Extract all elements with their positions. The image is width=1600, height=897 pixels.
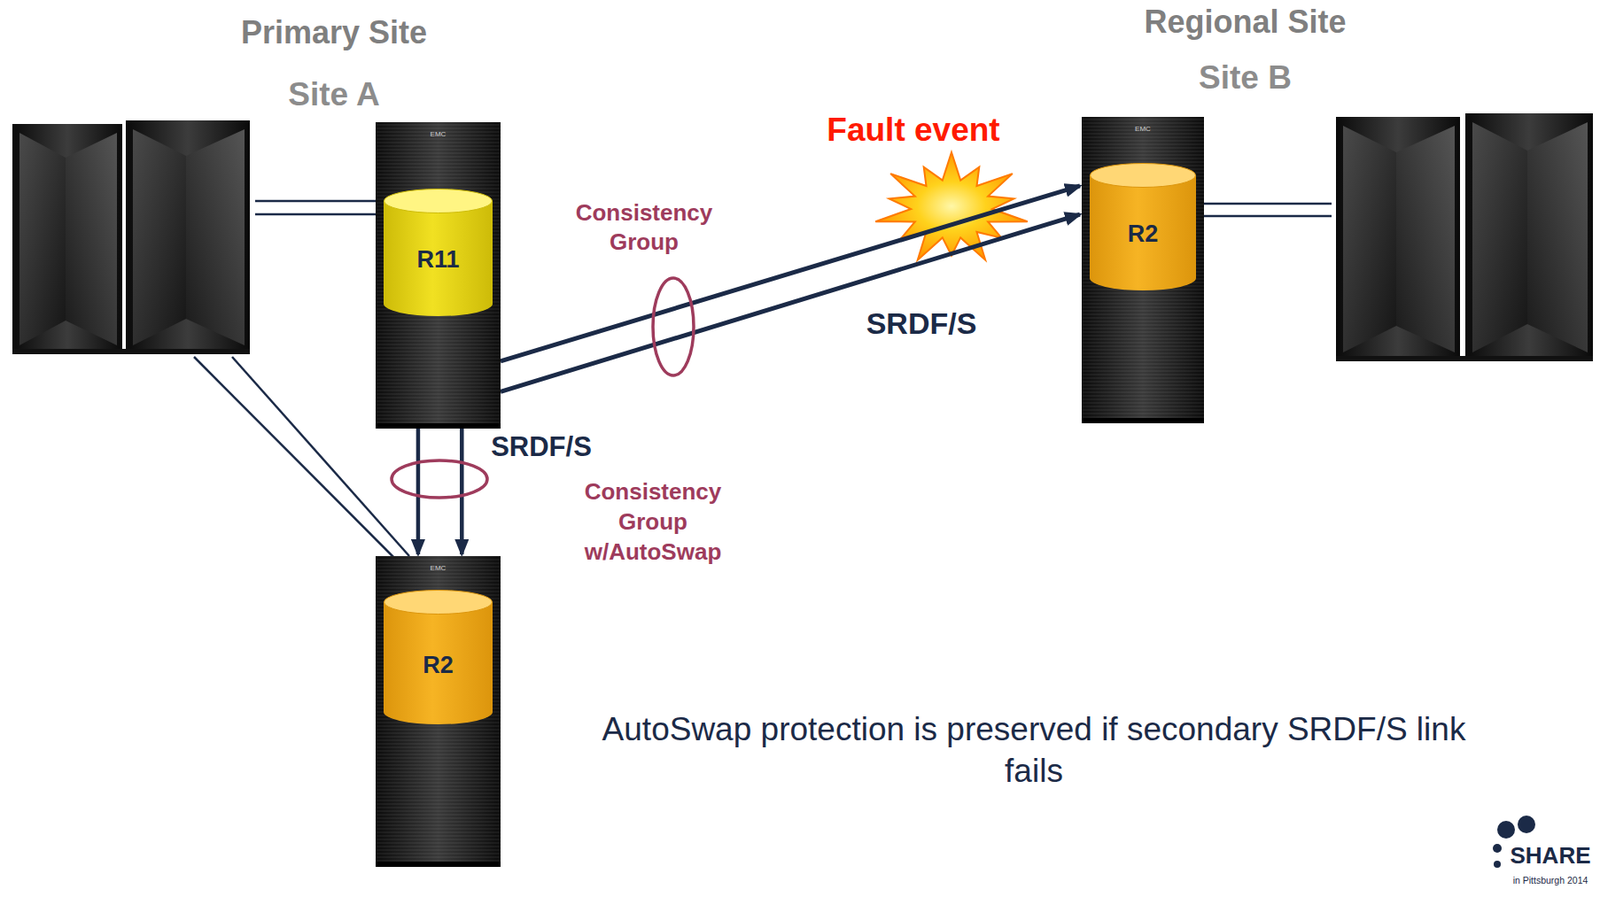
link-label: SRDF/S bbox=[841, 306, 1002, 342]
text-holder: Consistency Group w/AutoSwap bbox=[573, 477, 733, 567]
text-holder: SHARE bbox=[1507, 843, 1593, 870]
site-name: Site A bbox=[147, 75, 521, 115]
site-heading: Regional Site bbox=[1014, 2, 1476, 41]
text-holder: Site B bbox=[1058, 58, 1432, 98]
consistency-ring bbox=[652, 278, 694, 376]
storage-array: EMC R11 bbox=[375, 122, 501, 429]
link-line bbox=[416, 428, 421, 555]
text-holder: SRDF/S bbox=[474, 431, 608, 464]
text-holder: R11 bbox=[386, 246, 490, 274]
text-holder: R2 bbox=[1092, 220, 1194, 249]
link-line bbox=[500, 186, 1080, 362]
text-holder: Consistency Group bbox=[555, 198, 733, 257]
group-label: Consistency Group bbox=[555, 198, 733, 257]
edge-layer bbox=[418, 186, 1080, 555]
site-heading: Primary Site bbox=[103, 13, 565, 52]
group-label: Consistency Group w/AutoSwap bbox=[573, 477, 733, 567]
disk-top bbox=[384, 189, 493, 214]
srdf-link bbox=[418, 428, 462, 555]
link-line bbox=[500, 214, 1080, 392]
text-holder: EMC bbox=[384, 131, 492, 140]
brand-label: EMC bbox=[1090, 125, 1196, 134]
storage-array: EMC R2 bbox=[375, 556, 501, 868]
fault-label: Fault event bbox=[771, 110, 1056, 150]
fault-burst bbox=[875, 152, 1028, 261]
brand-label: EMC bbox=[384, 131, 492, 140]
note-text: AutoSwap protection is preserved if seco… bbox=[586, 709, 1482, 793]
srdf-link bbox=[500, 186, 1080, 393]
link-label: SRDF/S bbox=[474, 431, 608, 464]
fault-burst-layer bbox=[875, 152, 1028, 261]
logo-subtext: in Pittsburgh 2014 bbox=[1507, 876, 1593, 887]
brand-label: EMC bbox=[384, 565, 492, 574]
text-holder: EMC bbox=[384, 565, 492, 574]
disk-body bbox=[383, 201, 493, 317]
volume-label: R2 bbox=[386, 652, 490, 680]
text-holder: Fault event bbox=[771, 110, 1056, 150]
volume-label: R2 bbox=[1092, 220, 1194, 249]
disk-body bbox=[383, 602, 493, 725]
mainframe bbox=[1331, 109, 1598, 368]
mainframe bbox=[10, 116, 256, 358]
disk-top bbox=[384, 590, 493, 615]
text-holder: Regional Site bbox=[1014, 2, 1476, 41]
text-holder: R2 bbox=[386, 652, 490, 680]
text-holder: Site A bbox=[147, 75, 521, 115]
disk-body bbox=[1089, 175, 1197, 291]
text-holder: AutoSwap protection is preserved if seco… bbox=[586, 709, 1482, 793]
text-holder: Primary Site bbox=[103, 13, 565, 52]
link-line bbox=[459, 428, 465, 555]
text-holder: in Pittsburgh 2014 bbox=[1507, 876, 1593, 887]
volume-label: R11 bbox=[386, 246, 490, 274]
site-region: Primary SiteSite AEMCR11EMCR2 bbox=[130, 62, 538, 896]
site-name: Site B bbox=[1058, 58, 1432, 98]
logo-text: SHARE bbox=[1507, 843, 1593, 870]
consistency-ring bbox=[391, 460, 488, 498]
storage-array: EMC R2 bbox=[1081, 116, 1204, 424]
text-holder: SRDF/S bbox=[841, 306, 1002, 342]
text-holder: EMC bbox=[1090, 125, 1196, 134]
site-region: Regional SiteSite BEMCR2 bbox=[1040, 46, 1450, 429]
disk-top bbox=[1090, 163, 1197, 188]
